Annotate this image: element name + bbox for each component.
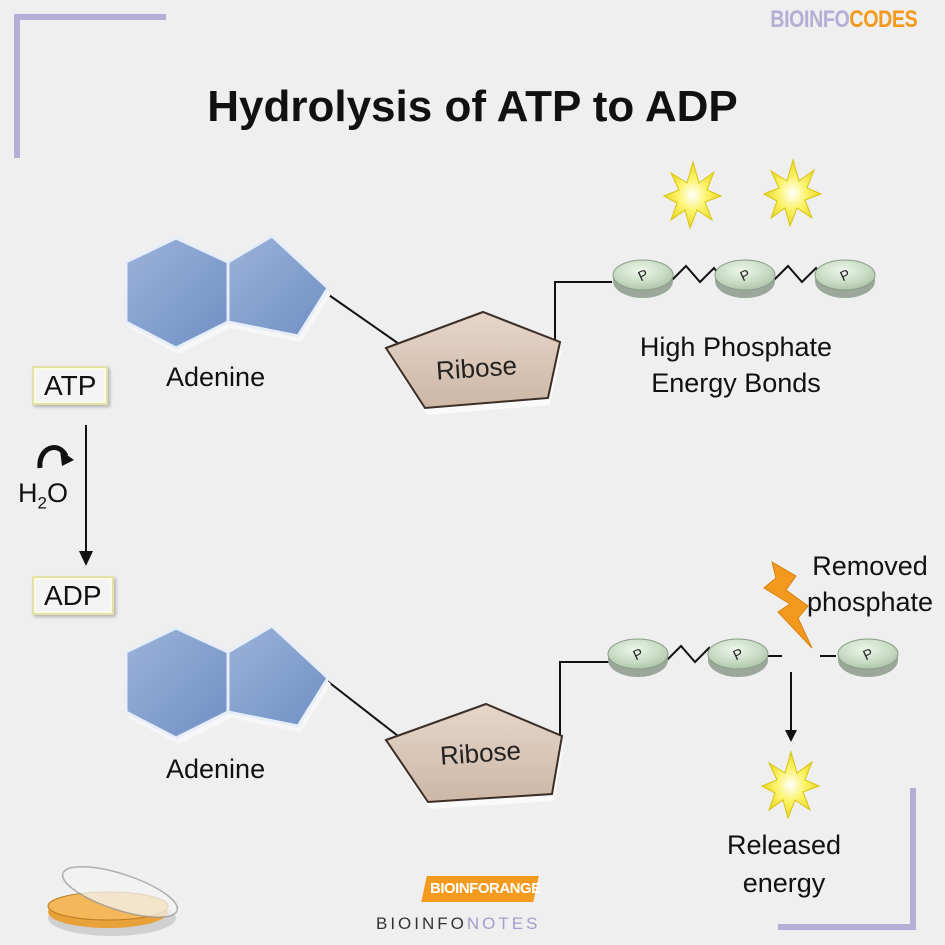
ribose-shape — [384, 310, 562, 415]
brand-part-1: BIOINFO — [769, 6, 850, 33]
removed-line-2: phosphate — [806, 587, 934, 617]
energy-star-icon — [762, 158, 823, 228]
atp-molecule: P P P — [124, 158, 876, 415]
released-line-2: energy — [742, 868, 826, 898]
energy-bonds-line-2: Energy Bonds — [651, 368, 821, 398]
footer-logo: BIOINFORANGE — [421, 876, 541, 902]
water-label: H2O — [18, 478, 68, 513]
phosphate-group-1 — [607, 638, 669, 677]
petri-dish-icon — [47, 866, 179, 936]
lightning-bolt-icon — [763, 560, 813, 649]
atp-label: ATP — [32, 366, 109, 405]
removed-line-1: Removed — [812, 551, 928, 581]
footer-text-2: NOTES — [466, 914, 541, 933]
page-title: Hydrolysis of ATP to ADP — [207, 82, 738, 131]
adenine-ribose-bond — [325, 679, 399, 737]
ribose-shape — [384, 702, 564, 809]
hydrolysis-arrow — [79, 425, 93, 566]
water-h: H — [18, 478, 38, 508]
adenine-shape — [124, 624, 331, 744]
brand-logo: BIOINFOCODES — [770, 6, 917, 34]
footer-text-1: BIOINFO — [376, 914, 467, 933]
energy-bonds-label: High Phosphate Energy Bonds — [612, 329, 860, 401]
phosphate-group-2 — [707, 638, 769, 677]
adenine-ribose-bond — [325, 292, 403, 347]
phosphate-group-1 — [612, 259, 674, 298]
adenine-shape — [124, 234, 331, 354]
released-energy-label: Released energy — [704, 826, 864, 902]
ribose-label: Ribose — [439, 735, 522, 771]
released-line-1: Released — [726, 830, 842, 860]
energy-bonds-line-1: High Phosphate — [639, 332, 833, 362]
footer-text: BIOINFONOTES — [376, 914, 540, 934]
ribose-label: Ribose — [435, 350, 518, 386]
phosphate-group-2 — [714, 259, 776, 298]
corner-accent-bottom-right — [778, 788, 916, 930]
energy-star-icon — [760, 750, 821, 820]
adp-label: ADP — [32, 576, 114, 615]
corner-accent-top-left — [14, 14, 166, 158]
water-o: O — [46, 478, 68, 508]
removed-phosphate-group — [837, 638, 899, 677]
ribose-phosphate-linker — [559, 661, 610, 736]
high-energy-bond-1 — [666, 644, 713, 664]
removed-phosphate-label: Removed phosphate — [790, 548, 945, 620]
high-energy-bond-1 — [671, 264, 721, 284]
adenine-label: Adenine — [166, 754, 266, 784]
water-subscript: 2 — [37, 493, 47, 513]
energy-star-icon — [662, 160, 723, 230]
footer-logo-text: BIOINFORANGE — [430, 880, 541, 897]
phosphate-group-3 — [814, 259, 876, 298]
ribose-phosphate-linker — [554, 281, 612, 345]
adp-molecule: P P P — [124, 560, 899, 820]
adenine-label: Adenine — [166, 362, 266, 392]
brand-part-2: CODES — [849, 6, 917, 33]
